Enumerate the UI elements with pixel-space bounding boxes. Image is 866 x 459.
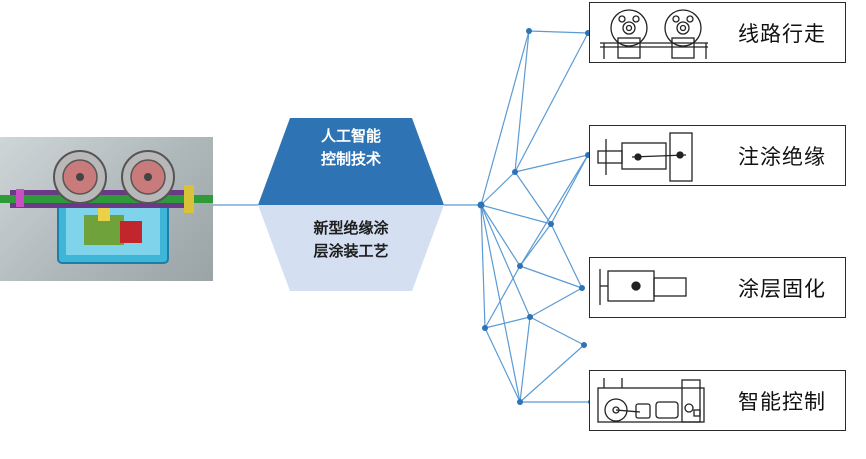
network-node bbox=[512, 169, 518, 175]
hexagon-bottom-text: 新型绝缘涂 层涂装工艺 bbox=[258, 217, 444, 263]
network-node bbox=[527, 314, 533, 320]
network-edge bbox=[529, 287, 583, 318]
network-edge bbox=[480, 204, 531, 318]
network-edge bbox=[480, 30, 530, 206]
network-edge bbox=[519, 265, 583, 289]
network-edge bbox=[550, 154, 589, 225]
box-label-coating-curing: 涂层固化 bbox=[738, 276, 826, 301]
network-edge bbox=[484, 327, 521, 403]
network-edge bbox=[480, 204, 552, 225]
network-edge bbox=[484, 265, 521, 329]
network-node bbox=[477, 201, 485, 209]
network-graph bbox=[477, 28, 594, 405]
control-unit-icon bbox=[597, 378, 705, 423]
box-coating-curing: 涂层固化 bbox=[589, 257, 846, 318]
network-edge bbox=[480, 204, 521, 267]
network-node bbox=[482, 325, 488, 331]
hexagon-top-text: 人工智能 控制技术 bbox=[258, 125, 444, 171]
dual-wheel-trolley-icon bbox=[600, 9, 708, 59]
hexagon-top-line-1: 人工智能 bbox=[320, 127, 381, 145]
box-line-walking: 线路行走 bbox=[589, 2, 846, 63]
network-edge bbox=[550, 223, 583, 289]
box-intelligent-control: 智能控制 bbox=[589, 370, 846, 431]
box-label-line-walking: 线路行走 bbox=[738, 21, 826, 46]
network-edge bbox=[480, 204, 486, 329]
network-edge bbox=[484, 316, 531, 329]
network-edge bbox=[519, 316, 531, 403]
box-label-intelligent-control: 智能控制 bbox=[738, 389, 826, 414]
network-node bbox=[517, 263, 523, 269]
network-edge bbox=[514, 154, 589, 173]
machine-photo bbox=[0, 137, 213, 281]
network-node bbox=[579, 285, 585, 291]
network-edge bbox=[528, 30, 589, 34]
network-edge bbox=[519, 223, 552, 267]
network-node bbox=[517, 399, 523, 405]
hexagon-top bbox=[258, 118, 444, 205]
network-node bbox=[526, 28, 532, 34]
injection-cylinder-icon bbox=[597, 132, 693, 182]
hexagon-top-line-2: 控制技术 bbox=[320, 150, 381, 168]
network-node bbox=[548, 221, 554, 227]
network-node bbox=[581, 342, 587, 348]
box-label-coating-insulation: 注涂绝缘 bbox=[738, 144, 826, 169]
network-edge bbox=[480, 171, 516, 206]
network-edge bbox=[514, 171, 552, 225]
network-edge bbox=[514, 32, 589, 173]
hexagon-bottom bbox=[258, 205, 444, 291]
network-edge bbox=[529, 316, 585, 346]
network-edge bbox=[519, 154, 589, 267]
network-edge bbox=[514, 30, 530, 173]
curing-cylinder-icon bbox=[599, 269, 687, 305]
hexagon-bottom-line-1: 新型绝缘涂 bbox=[313, 219, 389, 237]
hexagon-bottom-line-2: 层涂装工艺 bbox=[313, 242, 389, 260]
network-edge bbox=[519, 344, 585, 403]
box-coating-insulation: 注涂绝缘 bbox=[589, 125, 846, 186]
network-edge bbox=[480, 204, 521, 403]
